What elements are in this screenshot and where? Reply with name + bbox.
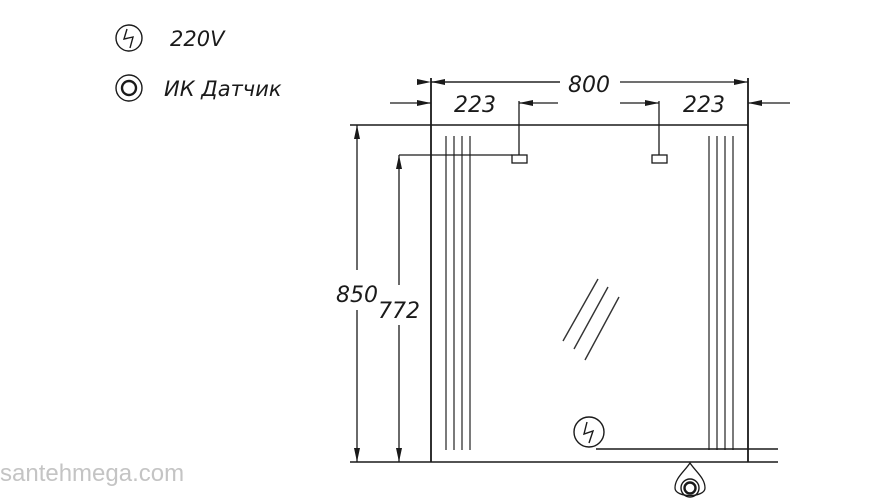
legend-item-ir-sensor: ИК Датчик [115, 74, 282, 102]
watermark: santehmega.com [0, 460, 184, 487]
dimension-label-total-width: 800 [568, 73, 610, 98]
legend-item-220v: 220V [115, 24, 226, 52]
left-light-strip [445, 136, 471, 450]
legend: 220V ИК Датчик [115, 24, 282, 102]
mirror-glass-mark [562, 278, 620, 361]
dimension-total-width: 800 [417, 73, 748, 98]
dimension-socket-height: 772 [378, 154, 512, 462]
dimension-label-socket-height: 772 [378, 299, 420, 324]
lightning-circle-icon [115, 24, 143, 52]
dimension-label-total-height: 850 [336, 283, 378, 308]
dimension-left-offset: 223 [390, 93, 558, 118]
dimension-total-height: 850 [336, 125, 378, 462]
mounting-brackets [511, 101, 668, 164]
power-outlet-marker [573, 416, 778, 450]
dimension-right-offset: 223 [620, 93, 790, 118]
double-circle-icon [115, 74, 143, 102]
dimension-label-left-offset: 223 [454, 93, 496, 118]
dimension-label-right-offset: 223 [683, 93, 725, 118]
cabinet-outline [350, 78, 778, 463]
legend-label-220v: 220V [170, 27, 226, 51]
right-light-strip [708, 136, 734, 450]
ir-sensor-marker [674, 461, 706, 498]
legend-label-ir-sensor: ИК Датчик [164, 77, 282, 101]
